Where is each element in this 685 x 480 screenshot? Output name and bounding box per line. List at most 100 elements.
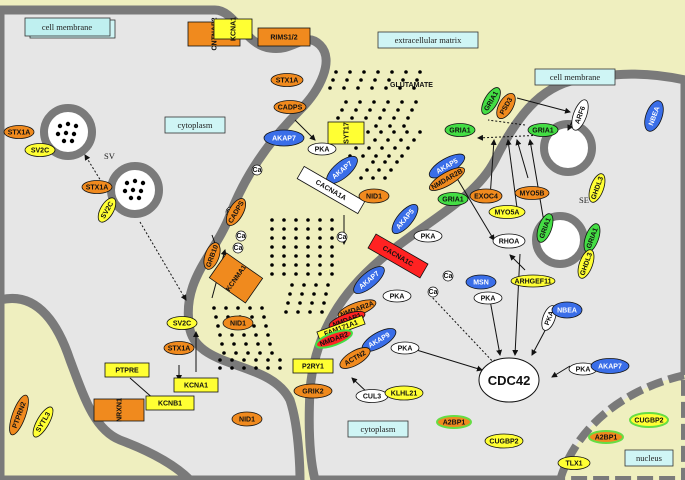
endosome-1 (540, 120, 596, 176)
glutamate-dot (308, 310, 312, 314)
arhgef11-rhoa (509, 254, 526, 271)
cytoplasm-label-left: cytoplasm (178, 120, 213, 130)
glutamate-dot (242, 366, 246, 370)
protein-label: AKAP7 (598, 363, 622, 370)
glutamate-dot (230, 366, 234, 370)
glutamate-dot (396, 108, 400, 112)
pka-akap7-cdc42 (551, 365, 571, 378)
glutamate-dot (318, 236, 322, 240)
glutamate-dot (389, 168, 393, 172)
protein-shape (391, 203, 419, 235)
protein-shape (225, 198, 247, 226)
cacna1c-cdc42 (429, 294, 497, 366)
glutamate-dot (371, 176, 375, 180)
protein-label: AKAP7 (272, 135, 296, 142)
glutamate-dot (270, 254, 274, 258)
glutamate-dot (294, 263, 298, 267)
protein-ghdl3-b: GHDL3 (577, 249, 595, 279)
glutamate-dot (331, 78, 335, 82)
protein-label: NID1 (366, 193, 382, 200)
protein-gria1-c: GRIA1 (527, 123, 559, 137)
glutamate-dot (414, 100, 418, 104)
glutamate-dot (224, 306, 228, 310)
glutamate-dot (328, 86, 332, 90)
protein-label: MYO5A (495, 209, 520, 216)
protein-shape (173, 377, 219, 393)
protein-shape (536, 213, 554, 243)
protein-label: CUGBP2 (489, 438, 518, 445)
glutamate-dot (282, 245, 286, 249)
glutamate-dot (306, 218, 310, 222)
exoc4-gria (489, 139, 497, 199)
protein-shape (213, 18, 253, 40)
glutamate-dot (262, 315, 266, 319)
protein-arhgef11: ARHGEF11 (510, 274, 556, 288)
glutamate-dot (372, 100, 376, 104)
protein-nbea-a: NBEA (551, 301, 583, 319)
protein-klhl21: KLHL21 (384, 385, 424, 401)
cdc42-label: CDC42 (488, 373, 531, 388)
protein-shape (93, 398, 145, 422)
glutamate-dot (356, 86, 360, 90)
glutamate-dot (382, 108, 386, 112)
glutamate-dot (270, 272, 274, 276)
protein-nid1-a: NID1 (358, 188, 390, 204)
protein-p2ry1: P2RY1 (292, 358, 334, 374)
protein-shape (263, 129, 305, 147)
glutamate-dot (254, 366, 258, 370)
glutamate-dot (248, 306, 252, 310)
protein-kcna1-bot: KCNA1 (173, 377, 219, 393)
protein-arf6: ARF6 (571, 99, 589, 131)
glutamate-dot (362, 70, 366, 74)
protein-shape (307, 142, 337, 156)
glutamate-dot (314, 283, 318, 287)
protein-sv2c-a: SV2C (24, 143, 56, 157)
psd3-arf6 (516, 97, 571, 114)
glutamate-dot (330, 272, 334, 276)
protein-shape (208, 252, 264, 304)
glutamate-dot (242, 333, 246, 337)
glutamate-dot (330, 218, 334, 222)
glutamate-dot (330, 254, 334, 258)
glutamate-dot (387, 78, 391, 82)
glutamate-dot (220, 342, 224, 346)
glutamate-dot (374, 124, 378, 128)
glutamate-dot (234, 351, 238, 355)
protein-label: CUL3 (363, 393, 381, 400)
glutamate-dot (336, 116, 340, 120)
protein-shape (145, 395, 195, 411)
glutamate-dot (373, 138, 377, 142)
glutamate-dot (264, 324, 268, 328)
glutamate-dot (383, 176, 387, 180)
protein-nbea-b: NBEA (644, 100, 664, 132)
protein-nid1-b: NID1 (222, 315, 254, 331)
protein-label: RIMS1/2 (270, 34, 297, 41)
protein-pka-g: PKA (568, 362, 598, 376)
protein-label: A2BP1 (443, 419, 466, 426)
protein-syt17: SYT17 (327, 121, 365, 145)
glutamate-dot (330, 227, 334, 231)
glutamate-dot (298, 301, 302, 305)
protein-shape (32, 406, 54, 438)
protein-rims12: RIMS1/2 (257, 27, 311, 47)
protein-ghdl3-a: GHDL3 (588, 173, 606, 203)
glutamate-dot (387, 154, 391, 158)
protein-label: STX1A (86, 184, 109, 191)
extracellular-pocket (0, 293, 197, 480)
glutamate-dot (254, 358, 258, 362)
glutamate-dot (282, 227, 286, 231)
protein-kcnma1: KCNMA1 (208, 252, 264, 304)
glutamate-dot (282, 272, 286, 276)
glutamate-dot (216, 324, 220, 328)
protein-cul3: CUL3 (355, 389, 389, 403)
glutamate-dot (230, 358, 234, 362)
glutamate-dot (373, 78, 377, 82)
calcium-ions: Ca Ca Ca Ca Ca Ca Ca (225, 164, 454, 298)
glutamate-dot (393, 146, 397, 150)
glutamate-dot (371, 160, 375, 164)
protein-shape (436, 415, 472, 429)
protein-shape (358, 188, 390, 204)
glutamate-dot (386, 138, 390, 142)
